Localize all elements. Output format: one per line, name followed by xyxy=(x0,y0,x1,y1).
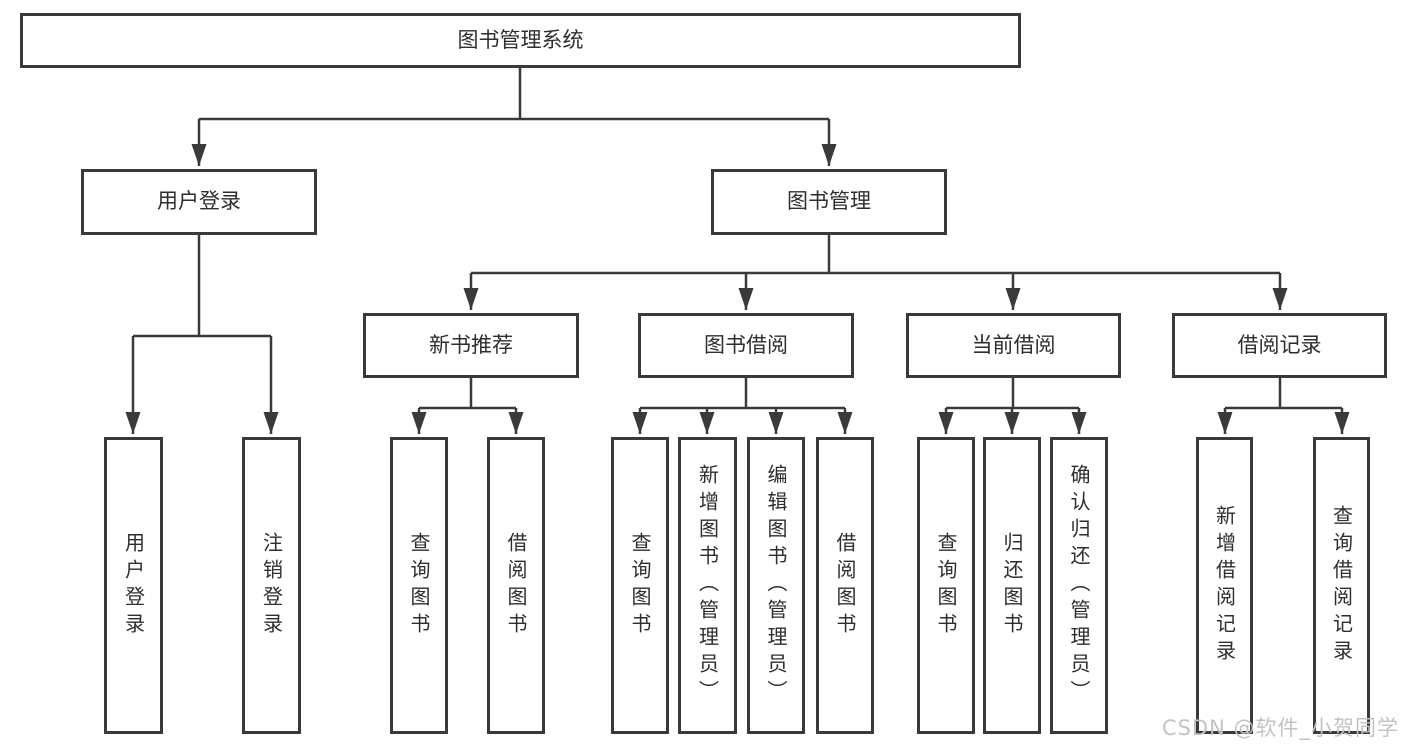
connector-user-login-to-leaves xyxy=(125,235,279,434)
leaf-current-return-books: 归还图书 xyxy=(983,437,1041,734)
leaf-borrowing-query-books: 查询图书 xyxy=(611,437,669,734)
connector-book-mgmt-to-level3 xyxy=(463,235,1288,310)
leaf-records-add-record: 新增借阅记录 xyxy=(1196,437,1253,734)
leaf-borrowing-add-books-admin: 新增图书（管理员） xyxy=(678,437,737,734)
leaf-borrowing-edit-books-admin: 编辑图书（管理员） xyxy=(747,437,805,734)
leaf-logout: 注销登录 xyxy=(242,437,301,734)
node-library-management-system: 图书管理系统 xyxy=(20,13,1021,68)
connector-book-borrowing-to-leaves xyxy=(632,378,853,434)
leaf-records-query-record: 查询借阅记录 xyxy=(1313,437,1370,734)
leaf-current-confirm-return-admin: 确认归还（管理员） xyxy=(1050,437,1108,734)
node-current-borrowing: 当前借阅 xyxy=(906,313,1121,378)
leaf-user-login: 用户登录 xyxy=(104,437,163,734)
connector-current-borrowing-to-leaves xyxy=(938,378,1087,434)
leaf-newbook-query-books: 查询图书 xyxy=(390,437,448,734)
node-book-management: 图书管理 xyxy=(711,169,947,235)
node-user-login: 用户登录 xyxy=(81,169,317,235)
csdn-watermark: CSDN @软件_小贺同学 xyxy=(1161,716,1399,740)
connector-borrow-records-to-leaves xyxy=(1217,378,1350,434)
node-new-book-recommendation: 新书推荐 xyxy=(363,313,579,378)
leaf-current-query-books: 查询图书 xyxy=(917,437,975,734)
node-book-borrowing: 图书借阅 xyxy=(638,313,854,378)
node-borrow-records: 借阅记录 xyxy=(1172,313,1387,378)
connector-root-to-level2 xyxy=(191,68,837,166)
leaf-borrowing-borrow-books: 借阅图书 xyxy=(816,437,874,734)
leaf-newbook-borrow-books: 借阅图书 xyxy=(487,437,545,734)
connector-new-book-to-leaves xyxy=(411,378,524,434)
